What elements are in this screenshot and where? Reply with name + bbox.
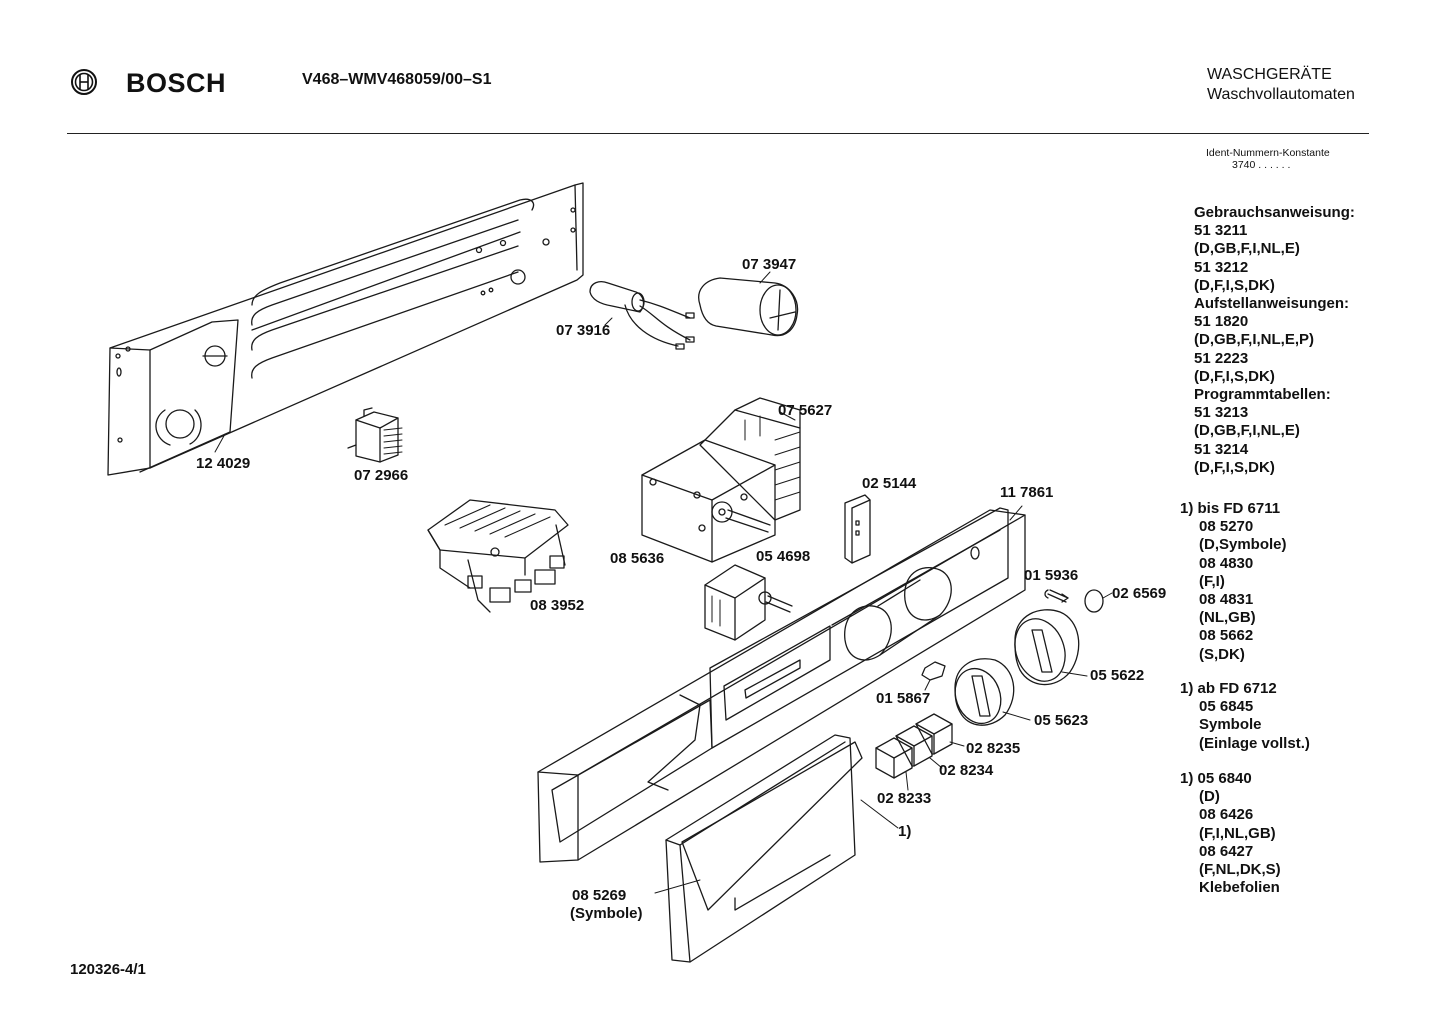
category-title: WASCHGERÄTE [1207,66,1332,83]
part-label-symbole: (Symbole) [570,905,643,922]
part-bracket [845,495,870,563]
note-line: 08 4830 [1199,554,1254,572]
part-label-015867: 01 5867 [876,690,931,707]
doc-line: 51 1820 [1194,313,1249,331]
drawing-number: 120326-4/1 [70,961,146,978]
doc-line: Gebrauchsanweisung: [1194,204,1355,221]
doc-line: (D,GB,F,I,NL,E) [1194,422,1300,440]
part-label-085269: 08 5269 [572,887,627,904]
part-label-073947: 07 3947 [742,256,797,273]
ident-value: 3740 . . . . . . [1232,159,1291,171]
part-label-028234: 02 8234 [939,762,994,779]
category-subtitle: Waschvollautomaten [1207,86,1355,103]
note-line: 05 6840 [1197,770,1252,787]
note-marker: 1) [1180,680,1194,697]
part-programmer [642,398,800,562]
note-line: (S,DK) [1199,645,1245,663]
part-switch-bank [428,500,568,612]
part-label-073916: 07 3916 [556,322,611,339]
note-block: 1) 05 6840 (D) 08 6426 (F,I,NL,GB) 08 64… [1180,770,1281,897]
note-line: 08 4831 [1199,591,1254,609]
note-line: bis FD 6711 [1197,500,1281,517]
part-label-026569: 02 6569 [1112,585,1167,602]
doc-line: 51 3212 [1194,258,1249,276]
part-knob-medium [948,659,1030,730]
doc-line: 51 3214 [1194,440,1249,458]
header-divider [67,133,1369,134]
brand-name: BOSCH [126,68,227,98]
doc-list: Gebrauchsanweisung: 51 3211 (D,GB,F,I,NL… [1194,204,1355,477]
doc-line: (D,GB,F,I,NL,E,P) [1194,331,1314,349]
note-line: 08 6427 [1199,842,1254,860]
note-line: 05 6845 [1199,698,1254,716]
part-label-028235: 02 8235 [966,740,1021,757]
part-label-note: 1) [898,823,912,840]
part-label-028233: 02 8233 [877,790,932,807]
doc-line: (D,F,I,S,DK) [1194,276,1275,294]
model-number: V468–WMV468059/00–S1 [302,71,492,88]
bosch-logo-icon [71,69,97,95]
part-label-075627: 07 5627 [778,402,833,419]
part-rotary-switch [705,565,792,640]
part-clip [922,662,945,690]
part-label-085636: 08 5636 [610,550,665,567]
part-label-054698: 05 4698 [756,548,811,565]
doc-line: (D,F,I,S,DK) [1194,458,1275,476]
doc-line: 51 3211 [1194,222,1248,240]
part-label-124029: 12 4029 [196,455,251,472]
doc-line: 51 2223 [1194,349,1249,367]
part-screw [1045,590,1068,602]
note-line: (Einlage vollst.) [1199,734,1310,752]
part-label-083952: 08 3952 [530,597,585,614]
note-line: 08 6426 [1199,806,1254,824]
part-capacitor-small [590,282,694,349]
doc-line: Programmtabellen: [1194,386,1331,404]
part-knob-large [1007,610,1087,688]
part-push-buttons [876,714,964,790]
doc-line: 51 3213 [1194,404,1249,422]
part-control-panel [538,506,1025,862]
part-label-015936: 01 5936 [1024,567,1079,584]
doc-line: (D,F,I,S,DK) [1194,367,1275,385]
note-line: 08 5270 [1199,518,1254,536]
doc-line: (D,GB,F,I,NL,E) [1194,240,1300,258]
part-cap [1085,590,1112,612]
note-line: (NL,GB) [1199,609,1256,627]
note-line: (D,Symbole) [1199,536,1287,554]
part-drawer-front [655,735,898,962]
part-label-055622: 05 5622 [1090,667,1145,684]
part-relay [348,408,402,462]
part-label-025144: 02 5144 [862,475,917,492]
part-label-072966: 07 2966 [354,467,409,484]
doc-line: Aufstellanweisungen: [1194,295,1350,313]
note-marker: 1) [1180,500,1194,517]
note-line: (F,I) [1199,572,1225,590]
note-line: (F,NL,DK,S) [1199,861,1281,879]
note-line: Klebefolien [1199,879,1280,897]
note-block: 1) ab FD 6712 05 6845 Symbole (Einlage v… [1180,680,1310,753]
note-marker: 1) [1180,770,1194,787]
part-capacitor-large [699,272,798,336]
part-label-055623: 05 5623 [1034,712,1089,729]
note-block: 1) bis FD 6711 08 5270 (D,Symbole) 08 48… [1180,500,1287,664]
part-label-117861: 11 7861 [1000,484,1054,501]
note-line: 08 5662 [1199,627,1254,645]
note-line: (F,I,NL,GB) [1199,824,1276,842]
note-line: (D) [1199,788,1220,806]
ident-label: Ident-Nummern-Konstante [1206,147,1330,159]
note-line: Symbole [1199,716,1262,734]
part-rear-panel [108,183,583,475]
note-line: ab FD 6712 [1197,680,1277,697]
